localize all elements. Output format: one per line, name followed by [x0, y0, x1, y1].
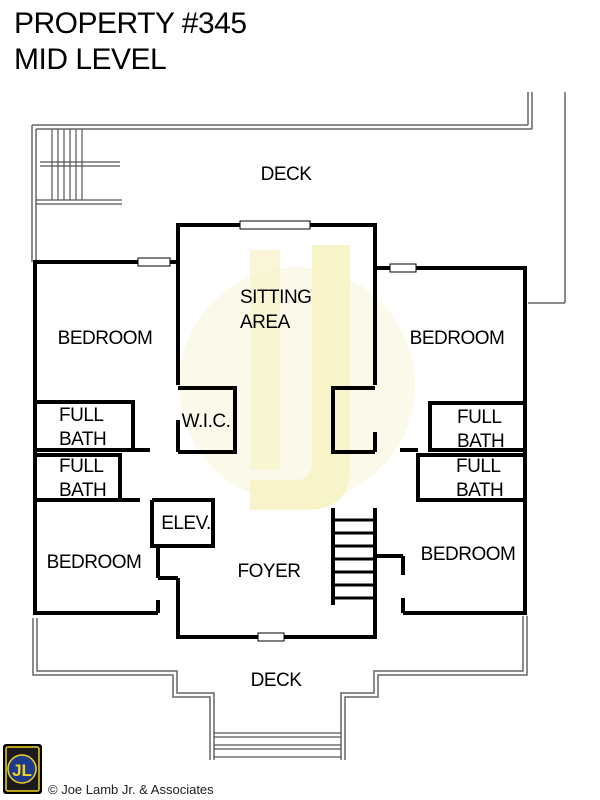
label-bedroom-lr: BEDROOM — [421, 544, 516, 565]
page-title-line2: MID LEVEL — [14, 43, 167, 76]
page-title-line1: PROPERTY #345 — [14, 7, 247, 40]
windows — [137, 220, 417, 642]
watermark-logo — [179, 245, 415, 510]
label-bath-ul-2: BATH — [59, 429, 106, 450]
label-sitting-1: SITTING — [240, 287, 311, 308]
label-deck-bottom: DECK — [251, 670, 303, 691]
label-bath-lr-1: FULL — [456, 456, 500, 477]
copyright-notice: © Joe Lamb Jr. & Associates — [48, 782, 214, 797]
deck-upper-outline — [31, 92, 566, 304]
label-bedroom-ll: BEDROOM — [47, 552, 142, 573]
label-bath-ll-2: BATH — [59, 480, 106, 501]
logo-text: JL — [12, 761, 32, 780]
label-deck-top: DECK — [261, 164, 313, 185]
label-foyer: FOYER — [238, 561, 301, 582]
interior-walls — [35, 262, 525, 613]
label-bedroom-ur: BEDROOM — [410, 328, 505, 349]
label-bath-ll-1: FULL — [59, 456, 103, 477]
label-bath-ur-1: FULL — [457, 407, 501, 428]
label-bath-ul-1: FULL — [59, 405, 103, 426]
deck-stairs-upper — [36, 129, 122, 205]
jl-logo: JL — [3, 744, 42, 794]
label-wic: W.I.C. — [182, 411, 231, 432]
label-elevator: ELEV. — [161, 513, 211, 534]
deck-lower-outline — [32, 616, 528, 760]
label-bedroom-ul: BEDROOM — [58, 328, 153, 349]
deck-stairs-lower — [214, 732, 341, 758]
label-sitting-2: AREA — [240, 312, 291, 333]
label-bath-ur-2: BATH — [457, 431, 504, 452]
label-bath-lr-2: BATH — [456, 480, 503, 501]
interior-stairs — [335, 518, 373, 600]
